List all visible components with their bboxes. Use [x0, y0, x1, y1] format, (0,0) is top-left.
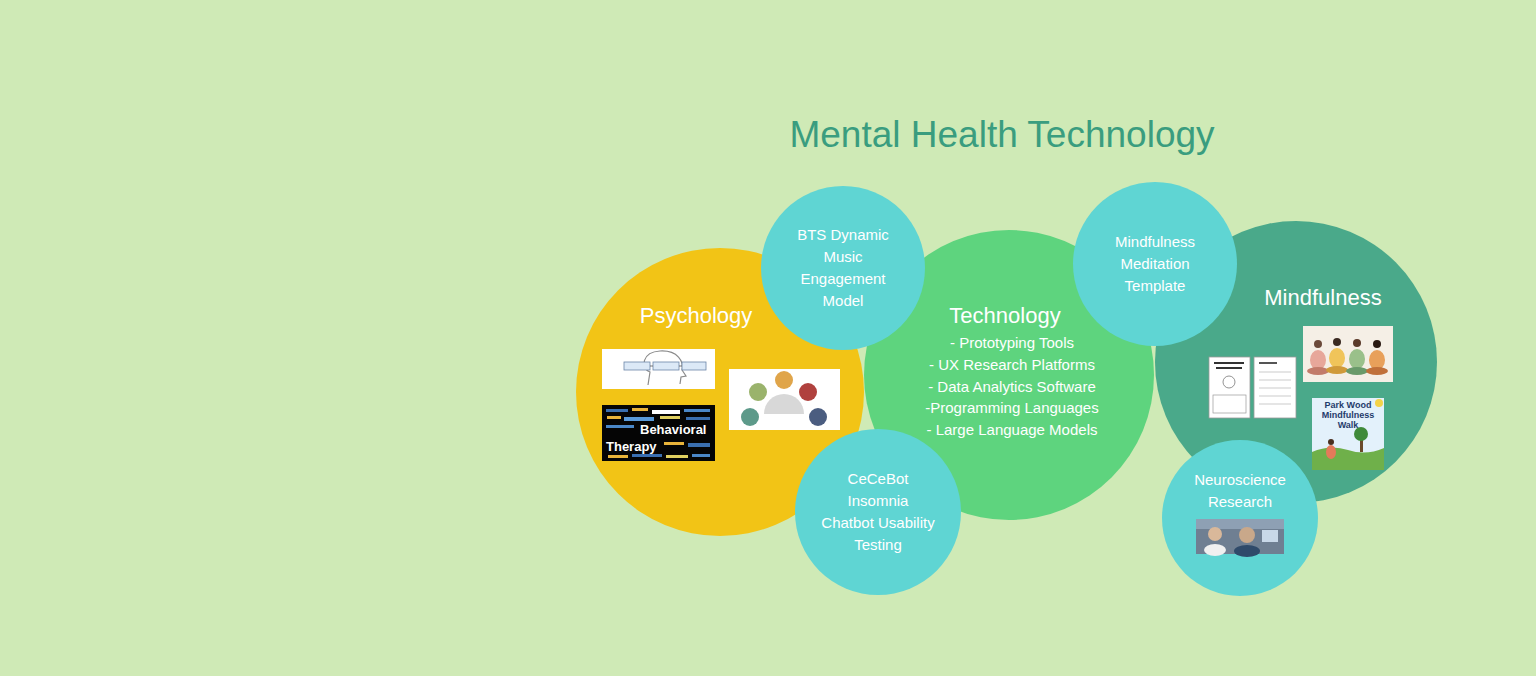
text-group: Mindfulness Meditation Template	[1105, 231, 1205, 297]
circle-text: - UX Research Platforms	[907, 354, 1117, 376]
circle-heading: Mindfulness	[1243, 284, 1403, 312]
label-holder: Behavioral	[640, 423, 712, 437]
lab-photo-picture	[1196, 519, 1284, 557]
poster-title: Park Wood Mindfulness Walk	[1314, 401, 1382, 431]
text-group: BTS Dynamic Music Engagement Model	[791, 224, 895, 312]
circle-text: Neuroscience Research	[1185, 469, 1295, 513]
walk-poster-picture	[1312, 398, 1384, 470]
circle-node: Psychology	[576, 248, 864, 536]
text-group: Psychology	[606, 302, 786, 330]
circle-shape	[795, 429, 961, 595]
text-group: CeCeBot Insomnia Chatbot Usability Testi…	[821, 468, 935, 556]
circle-text: Mindfulness Meditation Template	[1105, 231, 1205, 297]
circle-text: -Programming Languages	[907, 397, 1117, 419]
label-holder: Park Wood Mindfulness Walk	[1314, 401, 1382, 431]
text-group: Technology	[915, 302, 1095, 330]
circle-fill	[1073, 182, 1237, 346]
word-cloud-word: Behavioral	[640, 423, 712, 437]
circle-text: - Prototyping Tools	[907, 332, 1117, 354]
circle-fill	[1155, 221, 1437, 503]
circle-node: BTS Dynamic Music Engagement Model	[761, 186, 925, 350]
circle-node: Neuroscience Research	[1162, 440, 1318, 596]
circle-node: Mindfulness Meditation Template	[1073, 182, 1237, 346]
circle-shape	[1155, 221, 1437, 503]
word-cloud-picture	[602, 405, 715, 461]
circle-fill	[1162, 440, 1318, 596]
circle-fill	[761, 186, 925, 350]
text-group: Mindfulness	[1243, 284, 1403, 312]
label-holder: Therapy	[606, 440, 662, 454]
circle-text: - Large Language Models	[907, 419, 1117, 441]
diagram-title: Mental Health Technology	[682, 113, 1322, 157]
head-diagram-picture	[602, 349, 715, 389]
circle-text: BTS Dynamic Music Engagement Model	[791, 224, 895, 312]
cycle-diagram-picture	[729, 369, 840, 430]
circle-node: Mindfulness	[1155, 221, 1437, 503]
word-cloud-word: Therapy	[606, 440, 662, 454]
journal-picture	[1209, 357, 1296, 418]
circle-heading: Technology	[915, 302, 1095, 330]
circle-fill	[795, 429, 961, 595]
circle-shape	[761, 186, 925, 350]
circle-shape	[576, 248, 864, 536]
circle-shape	[1162, 440, 1318, 596]
text-group: Neuroscience Research	[1185, 469, 1295, 513]
circle-text: CeCeBot Insomnia Chatbot Usability Testi…	[821, 468, 935, 556]
circle-node: CeCeBot Insomnia Chatbot Usability Testi…	[795, 429, 961, 595]
meditation-picture	[1303, 326, 1393, 382]
circle-heading: Psychology	[606, 302, 786, 330]
circle-text: - Data Analytics Software	[907, 376, 1117, 398]
circle-fill	[576, 248, 864, 536]
text-group: - Prototyping Tools- UX Research Platfor…	[907, 332, 1117, 441]
